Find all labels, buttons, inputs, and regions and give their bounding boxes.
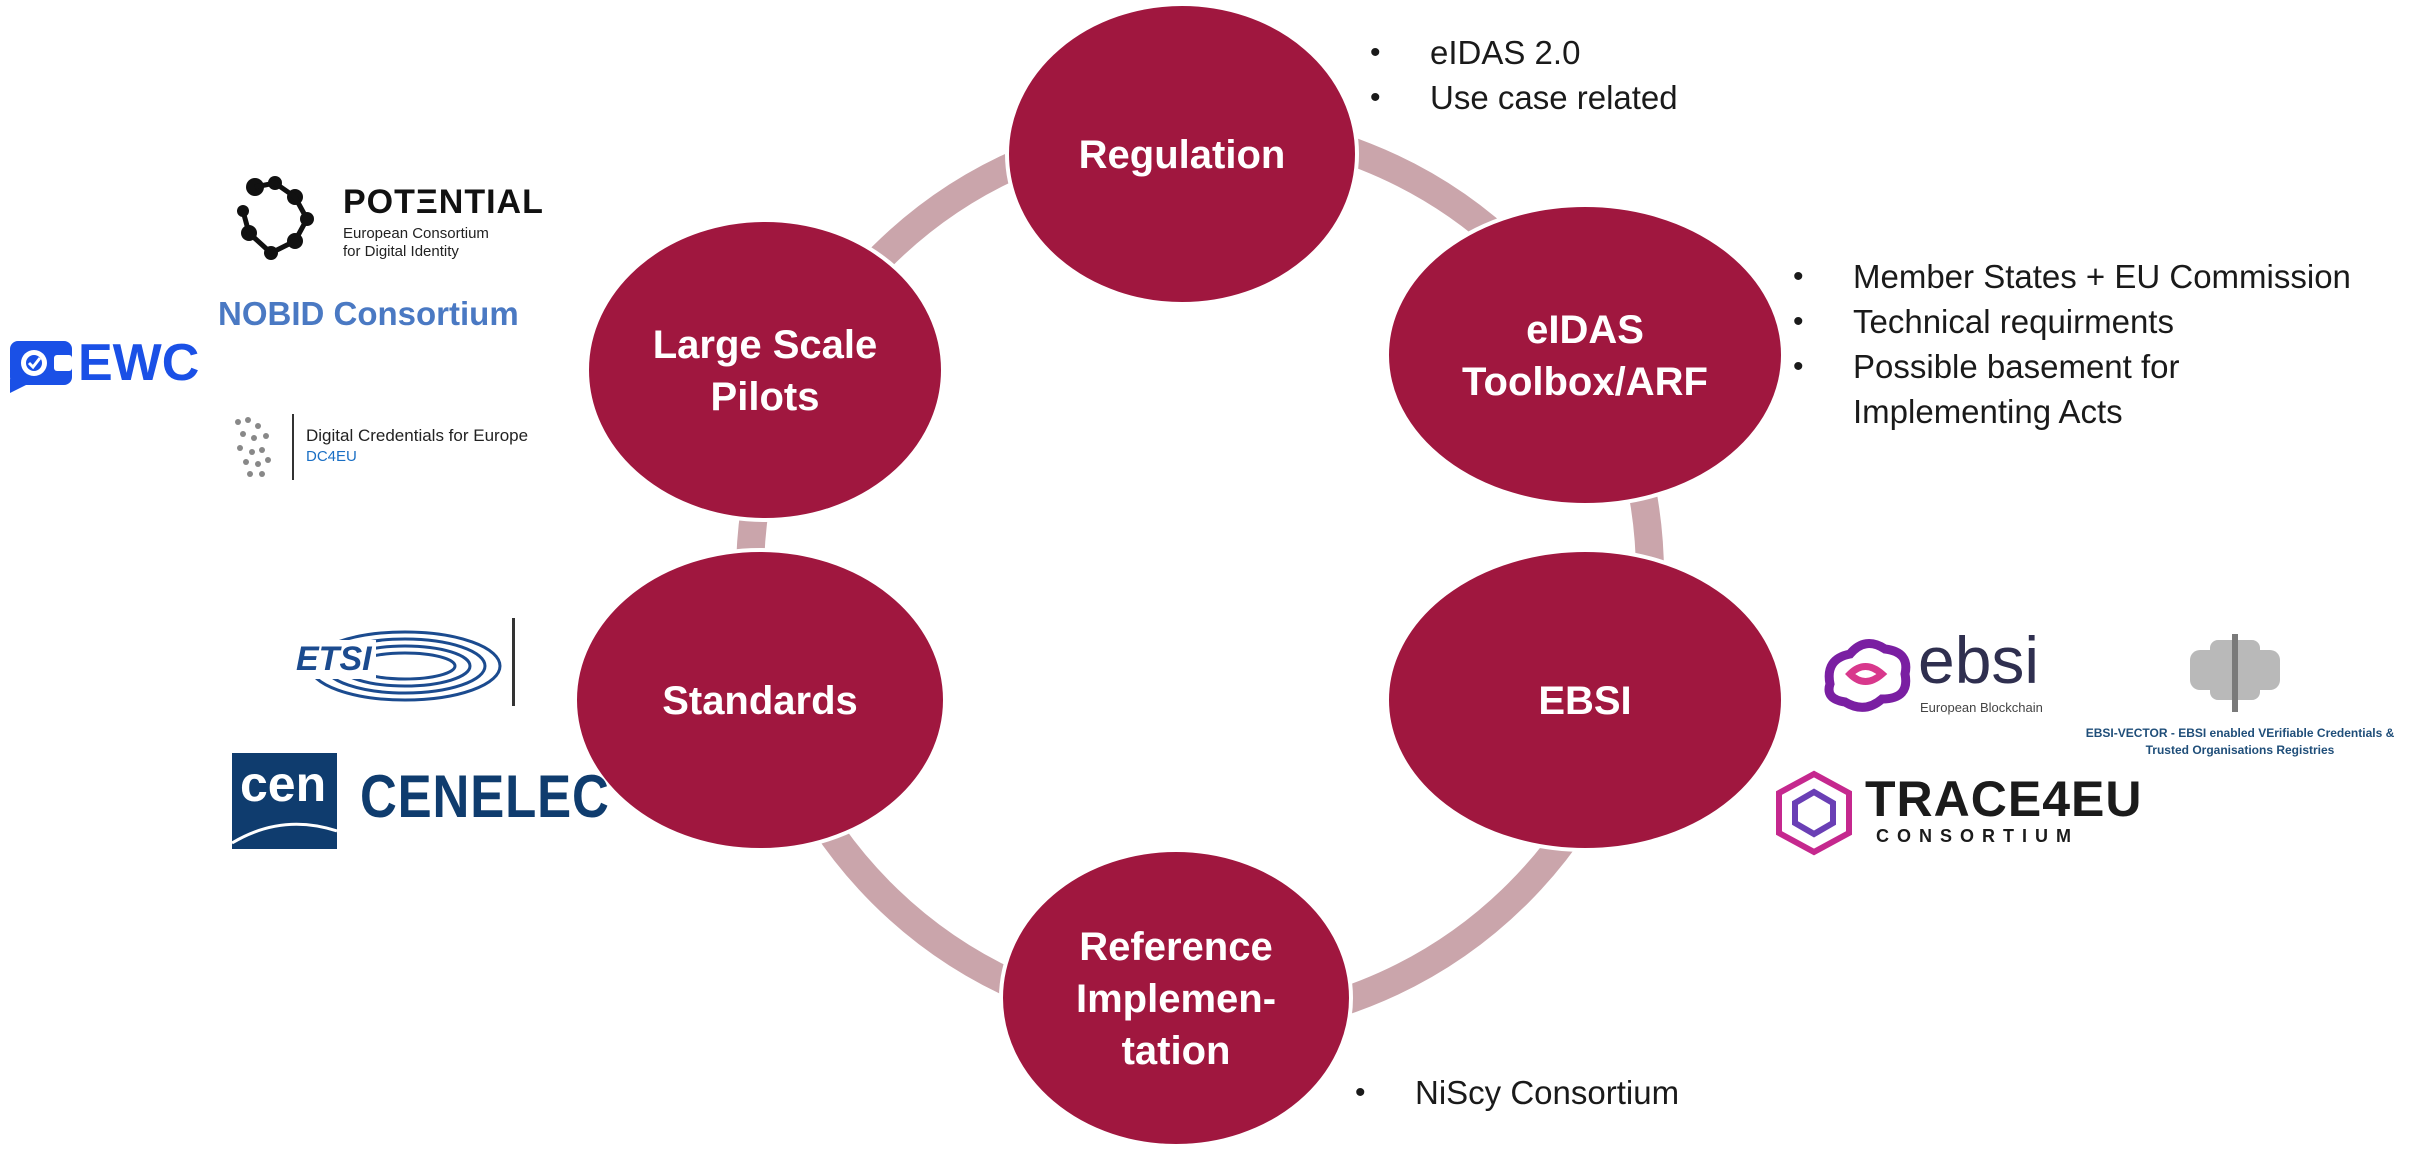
cen-swoosh-icon xyxy=(232,822,337,845)
node-ebsi: EBSI xyxy=(1385,548,1785,852)
etsi-logo: ETSI xyxy=(290,618,520,708)
cen-logo: cen xyxy=(232,753,337,849)
eidas-toolbox-notes: Member States + EU Commission Technical … xyxy=(1793,254,2393,434)
node-label-line: eIDAS xyxy=(1526,308,1644,352)
ebsi-name: ebsi xyxy=(1918,623,2040,697)
trace4eu-name: TRACE4EU xyxy=(1865,771,2143,827)
dc4eu-line2: DC4EU xyxy=(306,448,357,465)
ebsi-mark-icon xyxy=(1824,639,1911,712)
trace4eu-sub: CONSORTIUM xyxy=(1876,826,2079,846)
note-item: Member States + EU Commission xyxy=(1793,254,2393,299)
node-label-line: Reference xyxy=(1079,925,1272,969)
node-label-line: Large Scale xyxy=(653,323,878,367)
potential-name: POTΞNTIAL xyxy=(343,183,544,221)
potential-sub2: for Digital Identity xyxy=(343,243,459,260)
node-circle xyxy=(999,848,1353,1148)
node-circle xyxy=(573,548,947,852)
node-label-line: Toolbox/ARF xyxy=(1462,360,1708,404)
node-circle xyxy=(1385,203,1785,507)
ewc-text: EWC xyxy=(78,334,200,392)
reference-implementation-notes: NiScy Consortium xyxy=(1355,1070,1679,1115)
dc4eu-map-icon xyxy=(235,417,271,477)
ebsi-logo: ebsi European Blockchain xyxy=(1820,623,2070,720)
node-circle xyxy=(1005,2,1359,306)
node-circle xyxy=(585,218,945,522)
node-circle xyxy=(1385,548,1785,852)
ebsi-vector-logo: EBSI-VECTOR - EBSI enabled VErifiable Cr… xyxy=(2080,630,2400,770)
etsi-text: ETSI xyxy=(292,640,376,679)
node-standards: Standards xyxy=(573,548,947,852)
node-label-line: EBSI xyxy=(1538,679,1631,723)
trace4eu-logo: TRACE4EU CONSORTIUM xyxy=(1773,770,2141,860)
dc4eu-logo: Digital Credentials for Europe DC4EU xyxy=(228,412,568,487)
note-item: eIDAS 2.0 xyxy=(1370,30,1678,75)
regulation-notes: eIDAS 2.0 Use case related xyxy=(1370,30,1678,120)
ebsi-vector-line2: Trusted Organisations Registries xyxy=(2145,743,2335,757)
potential-logo: POTΞNTIAL European Consortium for Digita… xyxy=(235,175,555,265)
potential-molecule-icon xyxy=(237,176,314,260)
ebsi-vector-map-icon xyxy=(2190,634,2280,712)
nodes-layer: Regulation eIDAS Toolbox/ARF EBSI ReferenceI… xyxy=(573,2,1785,1148)
ebsi-vector-line1: EBSI-VECTOR - EBSI enabled VErifiable Cr… xyxy=(2085,726,2395,740)
node-label-line: Regulation xyxy=(1079,133,1286,177)
note-item: Use case related xyxy=(1370,75,1678,120)
note-item: NiScy Consortium xyxy=(1355,1070,1679,1115)
node-label-line: Standards xyxy=(662,679,858,723)
ewc-logo: EWC xyxy=(8,333,203,398)
dc4eu-divider xyxy=(292,414,294,480)
trace4eu-hex-icon xyxy=(1776,770,1852,856)
cenelec-logo: CENELEC xyxy=(360,763,610,830)
ewc-wallet-icon xyxy=(10,341,72,393)
node-regulation: Regulation xyxy=(1005,2,1359,306)
nobid-logo: NOBID Consortium xyxy=(218,295,519,332)
node-label-line: Pilots xyxy=(711,375,820,419)
node-eidas-toolbox: eIDAS Toolbox/ARF xyxy=(1385,203,1785,507)
node-label-line: tation xyxy=(1122,1029,1231,1073)
cen-text: cen xyxy=(240,756,327,812)
note-item: Technical requirments xyxy=(1793,299,2393,344)
note-item: Possible basement for Implementing Acts xyxy=(1793,344,2273,434)
ebsi-sub: European Blockchain xyxy=(1920,700,2043,715)
potential-sub1: European Consortium xyxy=(343,225,489,242)
node-label-line: Implemen- xyxy=(1076,977,1276,1021)
dc4eu-line1: Digital Credentials for Europe xyxy=(306,426,529,445)
